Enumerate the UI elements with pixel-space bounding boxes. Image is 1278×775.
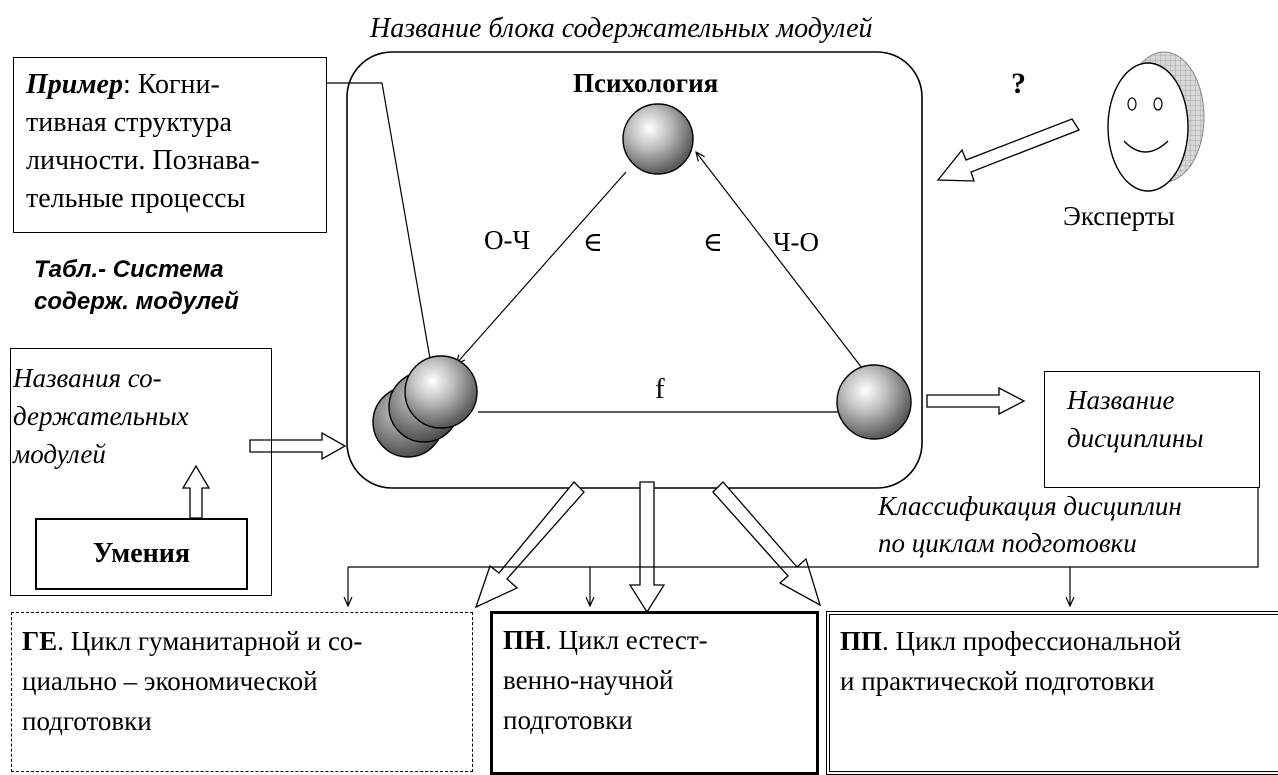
skills-hollow-arrow [181, 464, 211, 519]
cycle-ge-text: . Цикл гуманитарной и со- циально – экон… [22, 626, 363, 736]
discipline-text: Название дисциплины [1067, 385, 1204, 453]
classification-line1: Классификация дисциплин [878, 490, 1182, 523]
cycle-pn-code: ПН [503, 625, 546, 655]
discipline-box: Название дисциплины [1044, 371, 1260, 488]
example-label: Пример [26, 69, 123, 100]
skills-label: Умения [92, 538, 191, 569]
down-right-hollow-arrow [712, 481, 822, 607]
expert-face-icon [1107, 51, 1205, 192]
edge-left-symbol: ∈ [583, 227, 603, 257]
example-box: Пример: Когни- тивная структура личности… [13, 57, 327, 233]
central-block-frame [346, 51, 923, 489]
cycle-ge-code: ГЕ [22, 626, 58, 656]
module-names-text: Названия со- держательных модулей [13, 363, 189, 469]
edge-left [456, 171, 627, 364]
example-connector-arrow [327, 82, 432, 370]
experts-hollow-arrow [936, 118, 1080, 182]
cycle-pp-text: . Цикл профессиональной и практической п… [840, 626, 1182, 696]
skills-box: Умения [35, 518, 248, 590]
table-caption-line2: содерж. модулей [34, 288, 239, 315]
module-names-box: Названия со- держательных модулей [10, 348, 272, 596]
table-caption-line1: Табл.- Система [34, 256, 224, 283]
cycle-pn-text: . Цикл естест- венно-научной подготовки [503, 625, 708, 735]
experts-label: Эксперты [1063, 201, 1175, 231]
top-title: Название блока содержательных модулей [370, 13, 873, 44]
left-sphere-front [404, 355, 478, 429]
classification-line [348, 488, 1259, 568]
block-title: Психология [573, 68, 719, 98]
question-mark: ? [1011, 67, 1026, 100]
classification-line2: по циклам подготовки [878, 527, 1137, 560]
edge-left-label: О-Ч [484, 225, 531, 255]
modules-hollow-arrow [249, 431, 347, 461]
example-text: : Когни- тивная структура личности. Позн… [26, 69, 260, 214]
right-sphere [836, 364, 912, 440]
edge-bottom-label: f [655, 373, 665, 405]
cycle-pp-code: ПП [840, 626, 883, 656]
top-sphere [622, 103, 694, 175]
cycle-box-pn: ПН. Цикл естест- венно-научной подготовк… [490, 611, 819, 775]
cycle-box-ge: ГЕ. Цикл гуманитарной и со- циально – эк… [11, 612, 473, 772]
down-middle-hollow-arrow [628, 481, 666, 614]
edge-right-label: Ч-О [773, 227, 820, 257]
down-left-hollow-arrow [474, 481, 585, 609]
edge-right [696, 152, 863, 369]
cycle-box-pp: ПП. Цикл профессиональной и практической… [826, 611, 1278, 775]
discipline-hollow-arrow [926, 386, 1026, 416]
edge-right-symbol: ∈ [703, 227, 723, 257]
